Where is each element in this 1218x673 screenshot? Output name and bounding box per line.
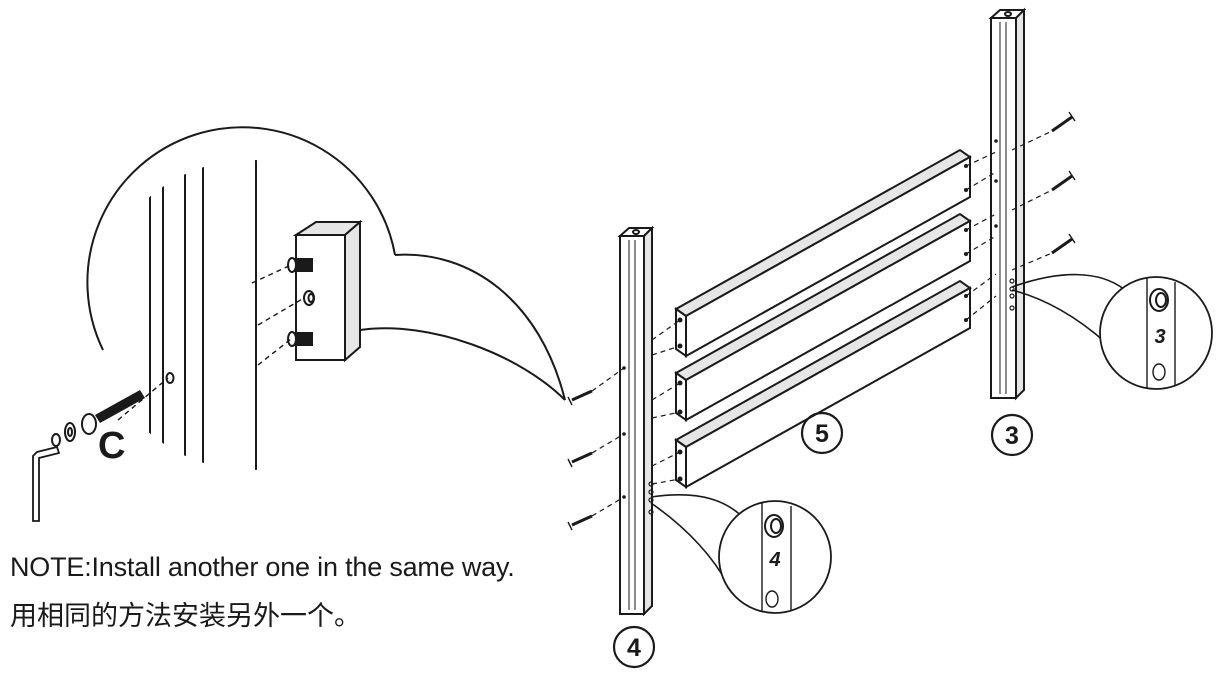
post-left [617,225,655,617]
post-right [988,7,1027,401]
zoom-callout-right [1011,273,1213,390]
screws [567,111,1076,531]
label-circle-post-left [612,625,656,669]
magnifier-detail [86,126,566,470]
rail-middle [674,212,972,422]
assembly-guides [591,130,1053,517]
part-label-post-right: 3 [1005,422,1019,450]
rail-top [674,148,972,358]
label-circle-post-right [990,413,1034,457]
label-circle-rails [800,411,844,455]
zoom-mark-left: 4 [768,549,780,571]
hardware-label-c: C [98,425,125,467]
install-note-english: NOTE:Install another one in the same way… [10,552,515,582]
install-note-chinese: 用相同的方法安装另外一个。 [10,601,361,632]
part-label-post-left: 4 [627,634,641,662]
zoom-callout-left [650,494,832,614]
rail-bottom [674,279,972,489]
zoom-mark-right: 3 [1154,326,1165,348]
bolt-hardware [32,390,145,522]
part-label-rails: 5 [815,420,829,448]
